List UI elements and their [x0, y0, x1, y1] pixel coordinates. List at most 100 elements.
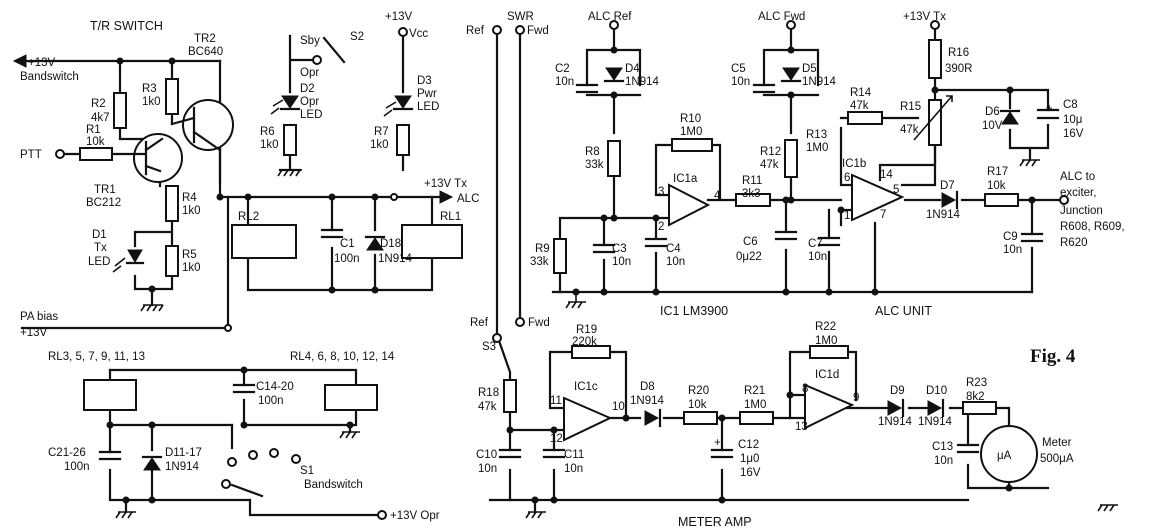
c2-value: 10n: [555, 76, 574, 88]
relay-coils: [83, 224, 463, 411]
meter-symbol-text: μA: [997, 450, 1012, 462]
r22-ref: R22: [815, 321, 836, 333]
r14-ref: R14: [850, 87, 872, 99]
tr1-type: BC212: [86, 197, 121, 209]
r8-value: 33k: [585, 159, 604, 171]
ic1b-pin1: 1: [844, 210, 850, 222]
d10-ref: D10: [926, 385, 947, 397]
r5-ref: R5: [182, 249, 197, 261]
vcc-label: Vcc: [409, 28, 428, 40]
d3-pwr: Pwr: [417, 88, 437, 100]
d1-ref: D1: [92, 229, 107, 241]
r18-ref: R18: [478, 387, 499, 399]
d6-value: 10V: [982, 120, 1003, 132]
rl1-label: RL1: [440, 211, 461, 223]
alc-out-line3: Junction: [1060, 205, 1103, 217]
d2-ref: D2: [300, 83, 315, 95]
c13-ref: C13: [932, 441, 953, 453]
d7-value: 1N914: [926, 209, 960, 221]
r2-value: 4k7: [91, 112, 110, 124]
c8-ref: C8: [1063, 99, 1078, 111]
c12-value: 1μ0: [740, 453, 759, 465]
r20-value: 10k: [688, 399, 707, 411]
r1-value: 10k: [86, 136, 105, 148]
r1-ref: R1: [86, 124, 101, 136]
c11-ref: C11: [564, 449, 584, 461]
meter-amp-title: METER AMP: [678, 515, 752, 529]
bandswitch-voltage: +13V: [28, 57, 56, 69]
v13tx-label: +13V Tx: [424, 178, 467, 190]
meter-range: 500μA: [1040, 453, 1074, 465]
d18-ref: D18: [380, 238, 401, 250]
ic1d-pin8: 8: [802, 383, 808, 395]
d2-opr: Opr: [300, 96, 319, 108]
ic1b-pin7: 7: [880, 209, 886, 221]
capacitor-bodies: [98, 83, 1060, 461]
ic1a-pin4: 4: [714, 190, 721, 202]
pa-bias-voltage: +13V: [20, 327, 48, 339]
d11-17-ref: D11-17: [165, 447, 202, 459]
r4-ref: R4: [182, 192, 197, 204]
alc-out-line1: ALC to: [1060, 171, 1095, 183]
ic1c-pin10: 10: [612, 401, 625, 413]
ref-switch-label-2: Ref: [470, 317, 489, 329]
d18-value: 1N914: [378, 253, 412, 265]
r15-value: 47k: [900, 124, 919, 136]
labels: T/R SWITCH +13V Bandswitch PTT PA bias +…: [20, 11, 1125, 529]
fwd-switch-label: Fwd: [527, 25, 549, 37]
c12-voltage: 16V: [740, 467, 761, 479]
c1-ref: C1: [340, 238, 355, 250]
d2-led: LED: [300, 109, 322, 121]
c3-value: 10n: [612, 256, 631, 268]
r12-value: 47k: [760, 159, 779, 171]
sby-label: Sby: [300, 35, 320, 47]
s2-label: S2: [350, 31, 364, 43]
pa-bias-label: PA bias: [20, 311, 58, 323]
ground-symbols: [115, 159, 1118, 519]
c8-plus: +: [1046, 103, 1053, 115]
alc-fwd-label: ALC Fwd: [758, 11, 805, 23]
c5-value: 10n: [731, 76, 750, 88]
r9-value: 33k: [530, 256, 549, 268]
c8-value: 10μ: [1063, 114, 1082, 126]
ic1c-pin12: 12: [550, 433, 563, 445]
ic1a-pin3: 3: [658, 186, 664, 198]
r2-ref: R2: [91, 98, 106, 110]
d3-led: LED: [417, 101, 439, 113]
tr-switch-title: T/R SWITCH: [90, 19, 163, 33]
c21-26-value: 100n: [64, 461, 90, 473]
d7-ref: D7: [940, 180, 955, 192]
c14-20-ref: C14-20: [256, 381, 294, 393]
ic1a-label: IC1a: [673, 173, 698, 185]
v13tx-label-2: +13V Tx: [903, 11, 946, 23]
r20-ref: R20: [688, 385, 709, 397]
r13-ref: R13: [806, 129, 827, 141]
ptt-label: PTT: [20, 149, 42, 161]
c11-value: 10n: [564, 463, 583, 475]
r14-value: 47k: [850, 100, 869, 112]
d5-ref: D5: [802, 63, 817, 75]
c12-plus: +: [714, 437, 721, 449]
c12-ref: C12: [738, 439, 759, 451]
c2-ref: C2: [555, 63, 570, 75]
alc-ref-label: ALC Ref: [588, 11, 632, 23]
figure-title: Fig. 4: [1030, 346, 1076, 367]
r6-ref: R6: [260, 126, 275, 138]
alc-unit-title: ALC UNIT: [875, 304, 932, 318]
r21-ref: R21: [744, 385, 765, 397]
r10-ref: R10: [680, 113, 701, 125]
r4-value: 1k0: [182, 205, 201, 217]
r13-value: 1M0: [806, 142, 828, 154]
meter-label: Meter: [1042, 437, 1072, 449]
r8-ref: R8: [585, 146, 600, 158]
d5-value: 1N914: [802, 76, 836, 88]
c14-20-value: 100n: [258, 395, 284, 407]
resistor-bodies: [79, 39, 1019, 425]
tr2-type: BC640: [188, 46, 223, 58]
c6-value: 0μ22: [736, 251, 762, 263]
c21-26-ref: C21-26: [48, 447, 86, 459]
ic1d-label: IC1d: [815, 369, 839, 381]
d4-ref: D4: [625, 63, 640, 75]
d10-value: 1N914: [918, 416, 952, 428]
